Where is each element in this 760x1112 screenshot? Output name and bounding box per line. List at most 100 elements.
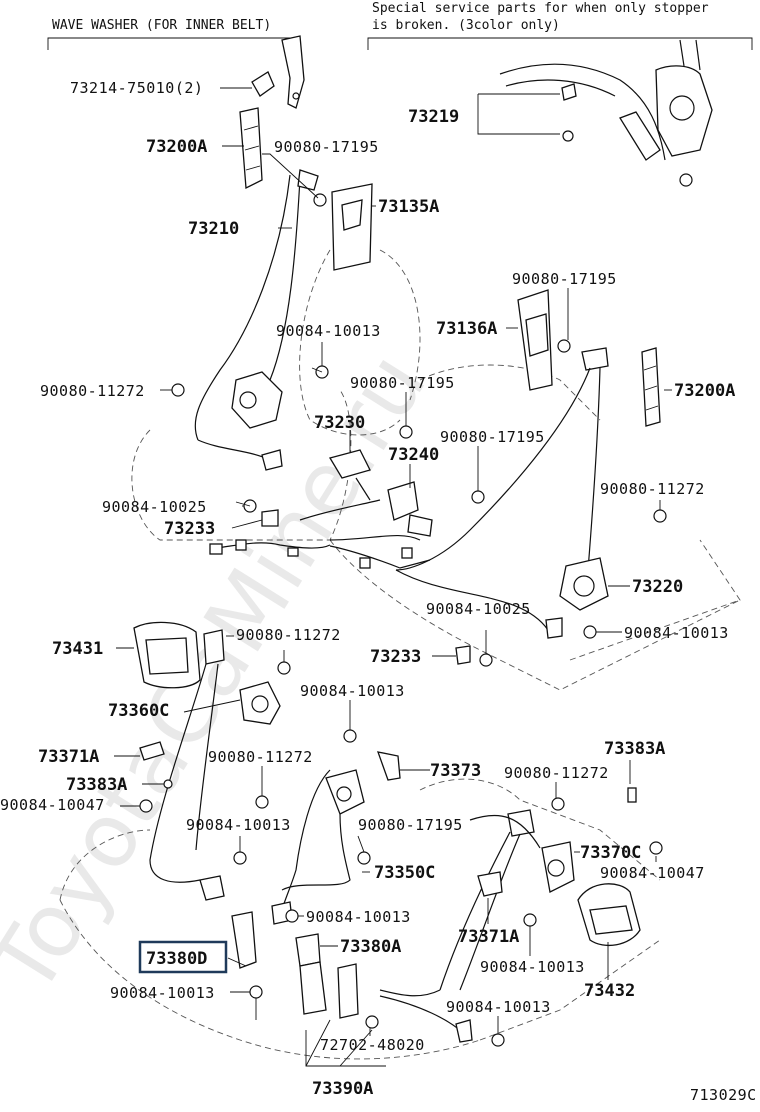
header-right-text-line2: is broken. (3color only) bbox=[372, 18, 560, 33]
cover-73432 bbox=[577, 883, 641, 947]
label-73383A-left: 73383A bbox=[66, 775, 127, 795]
seat-outline-lower bbox=[59, 778, 661, 1060]
label-73380D: 73380D bbox=[146, 949, 207, 969]
label-90080-11272-d: 90080-11272 bbox=[208, 748, 313, 766]
label-90084-10013-f: 90084-10013 bbox=[110, 984, 215, 1002]
harness-73233-b bbox=[455, 645, 471, 665]
label-90084-10013-a: 90084-10013 bbox=[276, 322, 381, 340]
label-90084-10047-a: 90084-10047 bbox=[0, 796, 105, 814]
label-73200A-right: 73200A bbox=[674, 381, 735, 401]
clip-73371A-a bbox=[139, 741, 165, 761]
header-left-bracket bbox=[47, 37, 299, 50]
label-73390A: 73390A bbox=[312, 1079, 373, 1099]
label-73371A-a: 73371A bbox=[38, 747, 99, 767]
bolt-90080-11272-d bbox=[255, 795, 269, 809]
label-72702-48020: 72702-48020 bbox=[320, 1036, 425, 1054]
label-90080-17195-d: 90080-17195 bbox=[440, 428, 545, 446]
buckle-73380A bbox=[295, 933, 359, 1019]
bolt-90084-10013-e bbox=[285, 909, 299, 923]
label-90080-11272-e: 90080-11272 bbox=[504, 764, 609, 782]
bolt-90084-10013-f bbox=[249, 985, 263, 1020]
label-73380A: 73380A bbox=[340, 937, 401, 957]
label-73432: 73432 bbox=[584, 981, 635, 1001]
trim-73136A bbox=[517, 289, 553, 391]
label-90084-10025-b: 90084-10025 bbox=[426, 600, 531, 618]
bolt-90080-11272-c bbox=[277, 661, 291, 675]
label-90084-10013-c: 90084-10013 bbox=[300, 682, 405, 700]
label-90080-17195-a: 90080-17195 bbox=[274, 138, 379, 156]
label-73136A: 73136A bbox=[436, 319, 497, 339]
label-73210: 73210 bbox=[188, 219, 239, 239]
bolt-90080-17195-e bbox=[357, 851, 371, 865]
belt-73210 bbox=[194, 169, 319, 471]
bolt-72702-48020 bbox=[365, 1015, 379, 1029]
label-90084-10013-h: 90084-10013 bbox=[446, 998, 551, 1016]
label-73350C: 73350C bbox=[374, 863, 435, 883]
label-73219: 73219 bbox=[408, 107, 459, 127]
label-73233-b: 73233 bbox=[370, 647, 421, 667]
bolt-90084-10013-c bbox=[343, 729, 357, 743]
label-90084-10013-d: 90084-10013 bbox=[186, 816, 291, 834]
buckle-73230 bbox=[299, 449, 381, 521]
label-90084-10047-b: 90084-10047 bbox=[600, 864, 705, 882]
height-adjuster-73200A-right bbox=[641, 347, 661, 427]
stopper-73383A-right bbox=[627, 787, 637, 803]
label-73370C: 73370C bbox=[580, 843, 641, 863]
belt-73350C bbox=[271, 769, 365, 925]
harness-73233-a bbox=[209, 509, 431, 569]
label-90084-10025-a: 90084-10025 bbox=[102, 498, 207, 516]
label-73233-a: 73233 bbox=[164, 519, 215, 539]
clip-73371A-b bbox=[477, 871, 503, 897]
belt-73220 bbox=[395, 347, 609, 639]
label-73431: 73431 bbox=[52, 639, 103, 659]
bolt-90084-10013-d bbox=[233, 851, 247, 865]
bolt-90080-17195-d bbox=[471, 490, 485, 504]
bolt-90080-17195-c bbox=[399, 425, 413, 439]
label-73240: 73240 bbox=[388, 445, 439, 465]
label-90084-10013-g: 90084-10013 bbox=[480, 958, 585, 976]
highlight-box bbox=[138, 940, 228, 974]
leader-lines bbox=[114, 87, 672, 1067]
label-90080-11272-a: 90080-11272 bbox=[40, 382, 145, 400]
stopper-73219 bbox=[499, 39, 713, 187]
bolt-90084-10025-b bbox=[479, 630, 493, 667]
label-73230: 73230 bbox=[314, 413, 365, 433]
bolt-90084-10047-b bbox=[649, 841, 663, 855]
bolt-90080-17195-b bbox=[557, 339, 571, 353]
header-left-text: WAVE WASHER (FOR INNER BELT) bbox=[52, 18, 271, 33]
header-right-text-line1: Special service parts for when only stop… bbox=[372, 1, 709, 16]
cover-73431 bbox=[133, 621, 201, 689]
label-90080-17195-b: 90080-17195 bbox=[512, 270, 617, 288]
label-90080-17195-c: 90080-17195 bbox=[350, 374, 455, 392]
label-73214-75010: 73214-75010(2) bbox=[70, 79, 203, 97]
label-73135A: 73135A bbox=[378, 197, 439, 217]
bolt-90084-10013-h bbox=[491, 1033, 505, 1047]
anchor-cover-73214 bbox=[251, 35, 305, 109]
header-right-bracket bbox=[367, 37, 753, 50]
belt-73360C bbox=[149, 629, 281, 901]
bolt-90080-11272-b bbox=[653, 509, 667, 523]
label-73200A-left: 73200A bbox=[146, 137, 207, 157]
bolt-90084-10047-a bbox=[139, 799, 153, 813]
bolt-90084-10013-b bbox=[583, 625, 597, 639]
label-90084-10013-e: 90084-10013 bbox=[306, 908, 411, 926]
label-73371A-b: 73371A bbox=[458, 927, 519, 947]
label-90080-11272-c: 90080-11272 bbox=[236, 626, 341, 644]
bolt-90080-11272-a bbox=[171, 383, 185, 397]
clip-73373 bbox=[377, 751, 401, 781]
bolt-90080-11272-e bbox=[551, 797, 565, 811]
label-73220: 73220 bbox=[632, 577, 683, 597]
buckle-73240 bbox=[329, 481, 433, 541]
trim-73135A bbox=[331, 183, 373, 271]
belt-73370C bbox=[379, 809, 575, 1043]
label-90080-11272-b: 90080-11272 bbox=[600, 480, 705, 498]
label-73373: 73373 bbox=[430, 761, 481, 781]
bolt-90084-10013-a bbox=[311, 365, 329, 379]
height-adjuster-73200A-left bbox=[239, 107, 263, 190]
buckle-73380D bbox=[231, 911, 257, 969]
label-90080-17195-e: 90080-17195 bbox=[358, 816, 463, 834]
bolt-90084-10013-g bbox=[523, 913, 537, 927]
label-73383A-right: 73383A bbox=[604, 739, 665, 759]
bolt-90084-10025-a bbox=[235, 499, 257, 513]
